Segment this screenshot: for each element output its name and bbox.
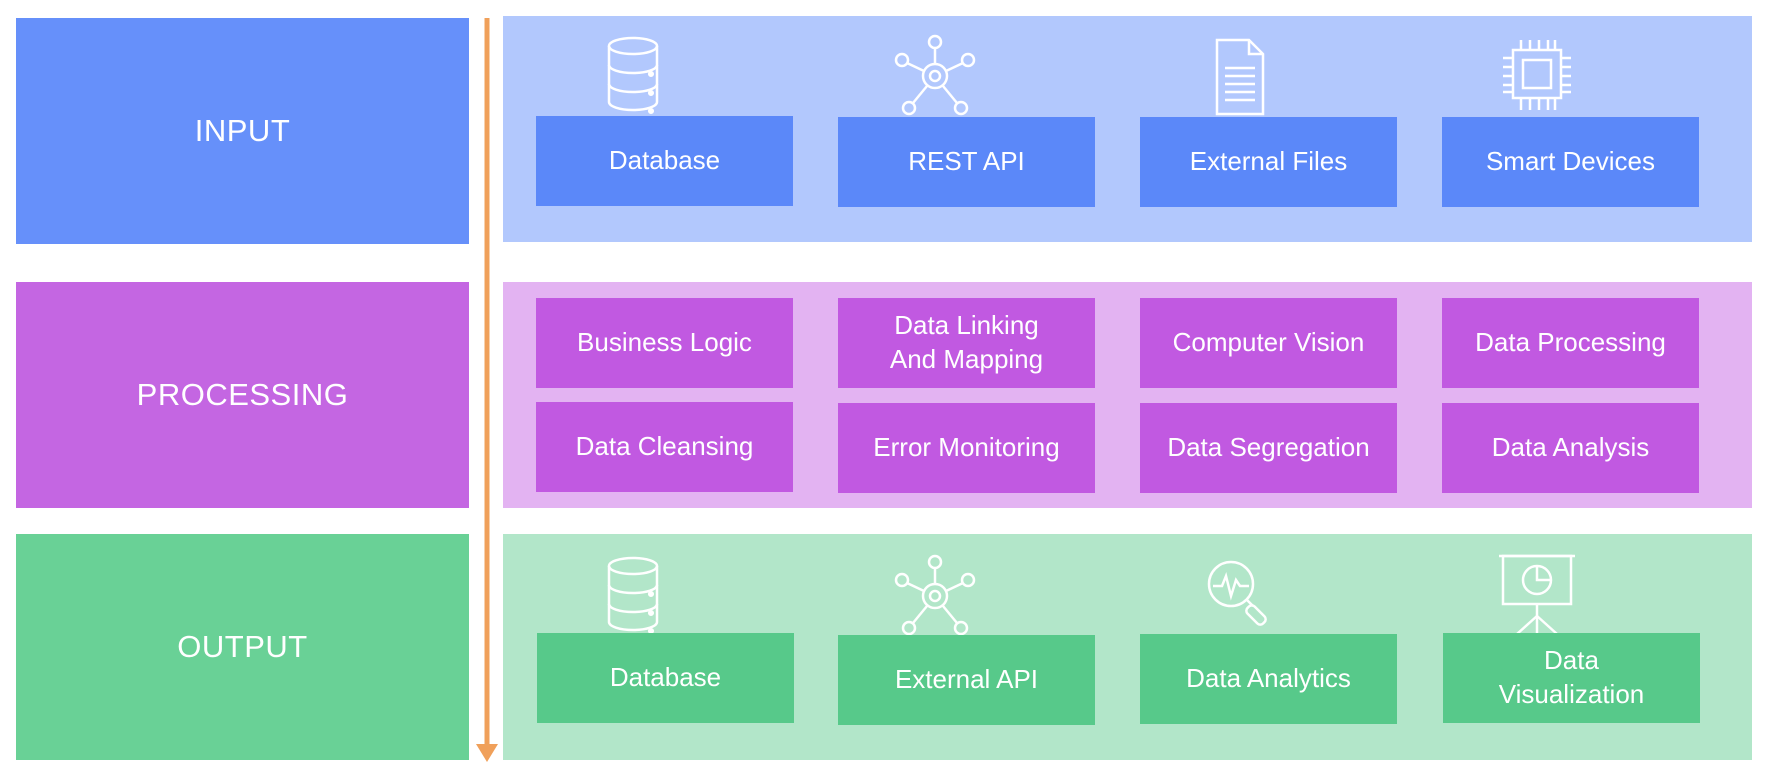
card-label: Data Analytics xyxy=(1186,663,1351,694)
card-label: Data Cleansing xyxy=(575,431,754,462)
analytics-magnifier-icon xyxy=(1189,554,1285,638)
processing-card-data-analysis: Data Analysis xyxy=(1442,403,1699,493)
card-label: Data Segregation xyxy=(1167,432,1370,463)
processing-card-data-processing: Data Processing xyxy=(1442,298,1699,388)
processing-card-error-monitoring: Error Monitoring xyxy=(838,403,1095,493)
stage-label-processing: PROCESSING xyxy=(16,282,469,508)
stage-label-output: OUTPUT xyxy=(16,534,469,760)
card-label: REST API xyxy=(908,146,1025,177)
card-label: Data Analysis xyxy=(1491,432,1650,463)
card-label: External API xyxy=(894,664,1039,695)
document-icon xyxy=(1189,34,1285,118)
input-panel: Database REST API External Files Smart D… xyxy=(503,16,1752,242)
output-card-data-analytics: Data Analytics xyxy=(1140,634,1397,724)
output-panel: Database External API Data Analytics Dat… xyxy=(503,534,1752,760)
network-hub-icon xyxy=(887,34,983,118)
card-label: External Files xyxy=(1189,146,1348,177)
chip-icon xyxy=(1489,34,1585,118)
output-card-data-visualization: Data Visualization xyxy=(1443,633,1700,723)
processing-card-computer-vision: Computer Vision xyxy=(1140,298,1397,388)
input-card-rest-api: REST API xyxy=(838,117,1095,207)
output-card-external-api: External API xyxy=(838,635,1095,725)
flow-arrow xyxy=(476,18,498,762)
stage-label-input-text: INPUT xyxy=(194,113,291,148)
database-icon xyxy=(585,34,681,118)
processing-card-data-cleansing: Data Cleansing xyxy=(536,402,793,492)
card-label: Data Processing xyxy=(1475,327,1666,358)
output-card-database: Database xyxy=(537,633,794,723)
input-card-smart-devices: Smart Devices xyxy=(1442,117,1699,207)
processing-card-business-logic: Business Logic xyxy=(536,298,793,388)
stage-label-processing-text: PROCESSING xyxy=(136,377,349,412)
database-icon xyxy=(585,554,681,638)
input-card-database: Database xyxy=(536,116,793,206)
card-label: Database xyxy=(609,662,722,693)
card-label: Business Logic xyxy=(577,327,752,358)
card-label: Smart Devices xyxy=(1485,146,1656,177)
card-label: Database xyxy=(608,145,721,176)
card-label: Error Monitoring xyxy=(873,432,1060,463)
input-card-external-files: External Files xyxy=(1140,117,1397,207)
network-hub-icon xyxy=(887,554,983,638)
card-label: Data Visualization xyxy=(1498,645,1645,709)
stage-label-output-text: OUTPUT xyxy=(177,629,308,664)
processing-card-data-segregation: Data Segregation xyxy=(1140,403,1397,493)
processing-panel: Business Logic Data Linking And Mapping … xyxy=(503,282,1752,508)
card-label: Data Linking And Mapping xyxy=(889,310,1044,374)
presentation-board-icon xyxy=(1489,552,1585,636)
card-label: Computer Vision xyxy=(1172,327,1365,358)
stage-label-input: INPUT xyxy=(16,18,469,244)
processing-card-data-linking: Data Linking And Mapping xyxy=(838,298,1095,388)
